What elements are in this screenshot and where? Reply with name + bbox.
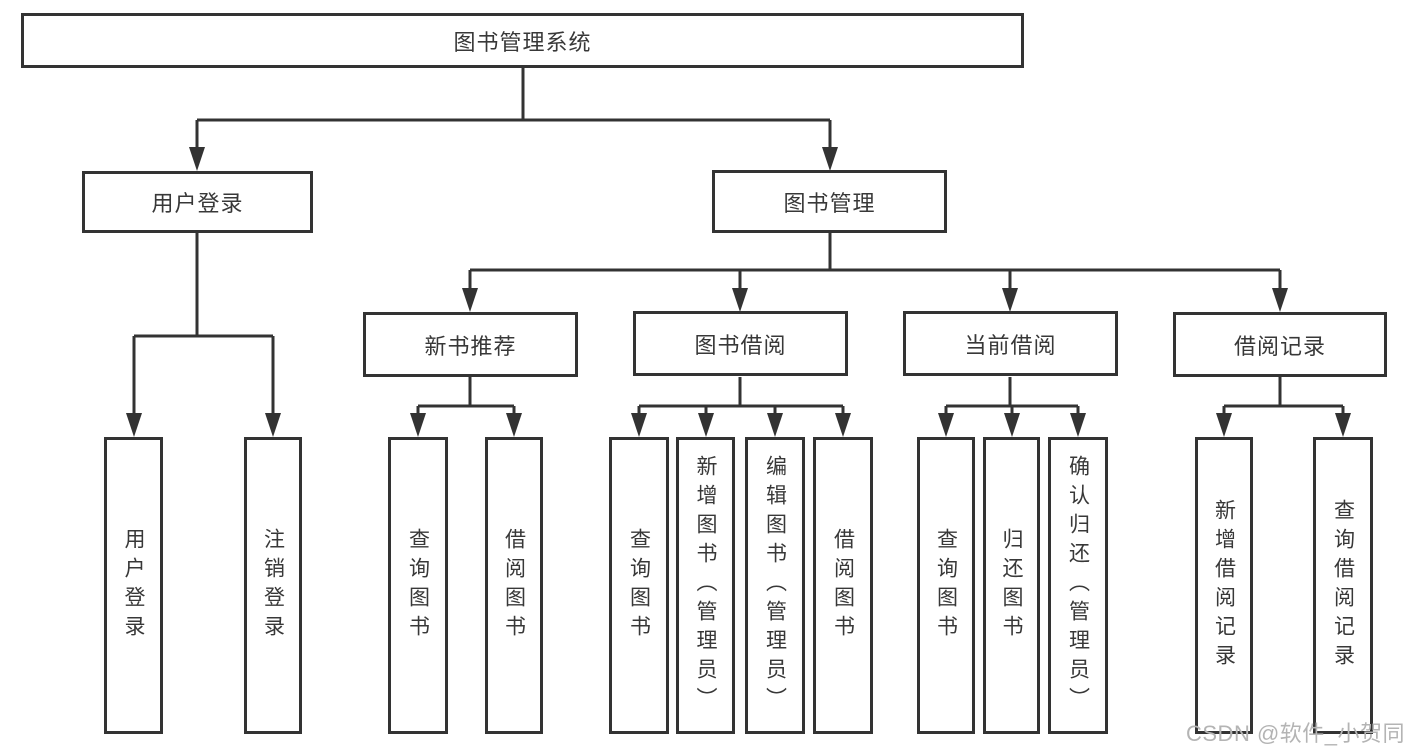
leaf-add-books-admin: 新增图书（管理员） <box>676 437 735 734</box>
leaf-query-books-current: 查询图书 <box>917 437 975 734</box>
csdn-watermark: CSDN @软件_小贺同学 <box>1186 721 1405 746</box>
node-new-book-recommendation: 新书推荐 <box>363 312 578 377</box>
leaf-query-books-recommend: 查询图书 <box>388 437 448 734</box>
leaf-logout: 注销登录 <box>244 437 302 734</box>
node-label: 查询图书 <box>934 527 958 644</box>
node-label: 新书推荐 <box>424 333 517 359</box>
node-label: 查询图书 <box>406 527 430 644</box>
node-user-login: 用户登录 <box>82 171 313 233</box>
arrowhead-icons <box>126 147 1351 437</box>
node-label: 查询图书 <box>627 527 651 644</box>
node-label: 用户登录 <box>122 527 145 644</box>
node-label: 图书借阅 <box>694 332 787 358</box>
node-borrowing-records: 借阅记录 <box>1173 312 1387 377</box>
leaf-confirm-return-admin: 确认归还（管理员） <box>1048 437 1108 734</box>
node-label: 图书管理 <box>783 190 876 216</box>
node-label: 借阅图书 <box>831 527 855 644</box>
leaf-return-books: 归还图书 <box>983 437 1040 734</box>
node-label: 编辑图书（管理员） <box>763 455 787 716</box>
node-label: 借阅图书 <box>502 527 526 644</box>
node-label: 注销登录 <box>261 527 285 644</box>
node-label: 新增图书（管理员） <box>694 455 717 716</box>
node-library-system: 图书管理系统 <box>21 13 1024 68</box>
node-label: 借阅记录 <box>1233 333 1326 359</box>
leaf-edit-books-admin: 编辑图书（管理员） <box>745 437 805 734</box>
node-book-management: 图书管理 <box>712 170 947 233</box>
node-label: 用户登录 <box>151 191 244 216</box>
leaf-query-borrow-record: 查询借阅记录 <box>1313 437 1373 734</box>
leaf-query-books-borrow: 查询图书 <box>609 437 669 734</box>
leaf-user-login: 用户登录 <box>104 437 163 734</box>
leaf-borrow-books: 借阅图书 <box>813 437 873 734</box>
leaf-add-borrow-record: 新增借阅记录 <box>1195 437 1253 734</box>
node-current-borrowing: 当前借阅 <box>903 311 1118 376</box>
node-label: 新增借阅记录 <box>1212 498 1236 673</box>
node-label: 图书管理系统 <box>453 29 592 55</box>
node-label: 查询借阅记录 <box>1331 498 1355 673</box>
node-book-borrowing: 图书借阅 <box>633 311 848 376</box>
node-label: 确认归还（管理员） <box>1066 455 1090 716</box>
leaf-borrow-books-recommend: 借阅图书 <box>485 437 543 734</box>
node-label: 归还图书 <box>1000 527 1023 644</box>
node-label: 当前借阅 <box>964 332 1057 358</box>
